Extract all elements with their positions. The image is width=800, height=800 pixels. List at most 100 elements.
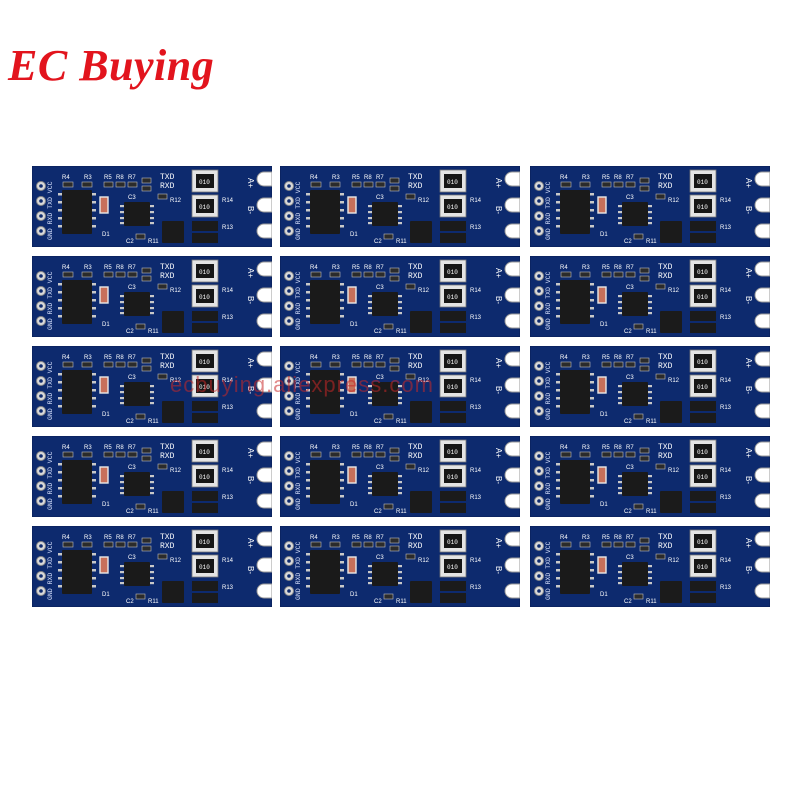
- svg-text:R4: R4: [560, 535, 568, 541]
- svg-text:R12: R12: [418, 198, 430, 204]
- svg-text:TXD: TXD: [160, 533, 175, 542]
- svg-text:RXD: RXD: [160, 452, 175, 461]
- svg-text:C2: C2: [126, 599, 134, 605]
- svg-text:GND RXD TXD VCC: GND RXD TXD VCC: [545, 271, 552, 330]
- store-watermark: ecbuying.aliexpress.com: [170, 372, 434, 397]
- rs485-module-board: GND RXD TXD VCC R4 R3 R5 R8 R7 D1 C3 C2 …: [530, 346, 770, 427]
- svg-text:D1: D1: [600, 592, 608, 598]
- rs485-module-board: GND RXD TXD VCC R4 R3 R5 R8 R7 D1 C3 C2 …: [280, 346, 520, 427]
- svg-text:010: 010: [199, 449, 210, 456]
- svg-text:C2: C2: [624, 509, 632, 515]
- svg-text:C3: C3: [376, 375, 384, 381]
- svg-text:R4: R4: [62, 265, 70, 271]
- svg-text:R12: R12: [418, 288, 430, 294]
- svg-text:C2: C2: [374, 239, 382, 245]
- svg-text:C2: C2: [624, 599, 632, 605]
- svg-text:010: 010: [199, 294, 210, 301]
- rs485-module-board: GND RXD TXD VCC R4 R3 R5 R8 R7 D1 C3 C2 …: [32, 166, 272, 247]
- svg-text:R13: R13: [470, 585, 482, 591]
- svg-text:GND RXD TXD VCC: GND RXD TXD VCC: [545, 181, 552, 240]
- svg-text:R5: R5: [104, 535, 112, 541]
- svg-text:GND RXD TXD VCC: GND RXD TXD VCC: [295, 451, 302, 510]
- svg-text:R8: R8: [614, 535, 622, 541]
- svg-text:R3: R3: [84, 355, 92, 361]
- svg-text:010: 010: [697, 449, 708, 456]
- svg-text:R12: R12: [668, 198, 680, 204]
- svg-text:GND RXD TXD VCC: GND RXD TXD VCC: [295, 181, 302, 240]
- svg-text:R14: R14: [720, 468, 732, 474]
- svg-text:C3: C3: [376, 195, 384, 201]
- svg-text:RXD: RXD: [160, 272, 175, 281]
- svg-text:B-: B-: [246, 296, 255, 304]
- svg-text:R7: R7: [626, 445, 634, 451]
- svg-text:D1: D1: [600, 502, 608, 508]
- svg-text:R5: R5: [602, 265, 610, 271]
- svg-text:C3: C3: [128, 555, 136, 561]
- svg-text:R13: R13: [470, 225, 482, 231]
- svg-text:C3: C3: [376, 555, 384, 561]
- svg-text:C2: C2: [126, 329, 134, 335]
- svg-text:RXD: RXD: [658, 542, 673, 551]
- svg-text:010: 010: [447, 474, 458, 481]
- svg-text:TXD: TXD: [160, 353, 175, 362]
- svg-text:GND RXD TXD VCC: GND RXD TXD VCC: [295, 361, 302, 420]
- svg-text:R11: R11: [148, 239, 159, 245]
- svg-text:R12: R12: [170, 288, 182, 294]
- svg-text:R4: R4: [62, 355, 70, 361]
- svg-text:R14: R14: [470, 558, 482, 564]
- svg-text:010: 010: [697, 294, 708, 301]
- svg-text:TXD: TXD: [408, 443, 423, 452]
- svg-text:R7: R7: [376, 355, 384, 361]
- svg-text:R12: R12: [668, 288, 680, 294]
- svg-text:C2: C2: [374, 509, 382, 515]
- svg-text:010: 010: [199, 269, 210, 276]
- svg-text:R14: R14: [470, 288, 482, 294]
- svg-text:D1: D1: [350, 232, 358, 238]
- svg-text:TXD: TXD: [160, 173, 175, 182]
- svg-text:R3: R3: [332, 355, 340, 361]
- svg-text:010: 010: [199, 474, 210, 481]
- svg-text:R7: R7: [128, 355, 136, 361]
- svg-text:R3: R3: [582, 265, 590, 271]
- svg-text:C2: C2: [126, 239, 134, 245]
- svg-text:B-: B-: [246, 206, 255, 214]
- svg-text:RXD: RXD: [658, 452, 673, 461]
- svg-text:B-: B-: [494, 476, 503, 484]
- svg-text:R3: R3: [582, 355, 590, 361]
- svg-text:R13: R13: [222, 495, 234, 501]
- svg-text:TXD: TXD: [658, 173, 673, 182]
- svg-text:010: 010: [447, 269, 458, 276]
- svg-text:R11: R11: [646, 239, 657, 245]
- svg-text:R3: R3: [84, 535, 92, 541]
- svg-text:B-: B-: [494, 566, 503, 574]
- svg-text:TXD: TXD: [658, 443, 673, 452]
- svg-text:R14: R14: [720, 198, 732, 204]
- svg-text:010: 010: [697, 384, 708, 391]
- svg-text:C3: C3: [626, 375, 634, 381]
- svg-text:A+: A+: [494, 448, 503, 458]
- svg-text:RXD: RXD: [408, 182, 423, 191]
- svg-text:010: 010: [199, 384, 210, 391]
- svg-text:R12: R12: [170, 378, 182, 384]
- svg-text:R13: R13: [470, 405, 482, 411]
- svg-text:C2: C2: [126, 509, 134, 515]
- svg-text:TXD: TXD: [408, 533, 423, 542]
- svg-text:R11: R11: [396, 329, 407, 335]
- svg-text:010: 010: [199, 539, 210, 546]
- svg-text:GND RXD TXD VCC: GND RXD TXD VCC: [47, 361, 54, 420]
- svg-text:R8: R8: [614, 355, 622, 361]
- svg-text:A+: A+: [744, 268, 753, 278]
- svg-text:B-: B-: [744, 296, 753, 304]
- svg-text:R8: R8: [116, 265, 124, 271]
- svg-text:R4: R4: [310, 445, 318, 451]
- svg-text:R8: R8: [116, 445, 124, 451]
- svg-text:TXD: TXD: [658, 263, 673, 272]
- svg-text:R13: R13: [222, 405, 234, 411]
- svg-text:GND RXD TXD VCC: GND RXD TXD VCC: [295, 271, 302, 330]
- svg-text:R13: R13: [720, 405, 732, 411]
- svg-text:R5: R5: [104, 175, 112, 181]
- svg-text:R4: R4: [560, 445, 568, 451]
- svg-text:GND RXD TXD VCC: GND RXD TXD VCC: [545, 451, 552, 510]
- svg-text:R11: R11: [646, 419, 657, 425]
- svg-text:R13: R13: [470, 495, 482, 501]
